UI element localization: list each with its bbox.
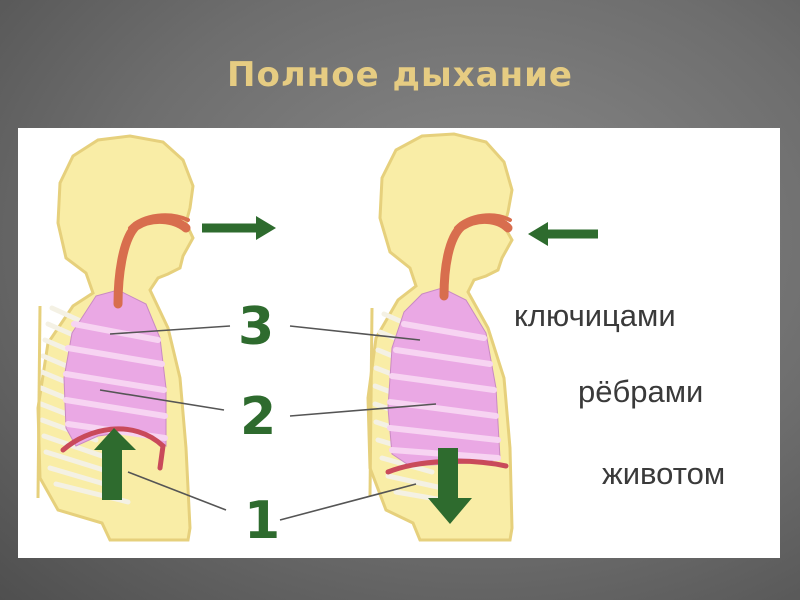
number-two: 2 [240,387,276,447]
breathing-diagram: 3 2 1 ключицами рёбрами животом [36,132,725,551]
right-diaphragm-down-arrow [428,448,472,524]
diagram-panel: 3 2 1 ключицами рёбрами животом [18,128,780,558]
label-belly: животом [602,456,725,491]
right-figure [366,132,598,542]
left-figure [36,134,276,542]
right-airway [439,215,513,301]
left-airway [113,215,191,309]
right-lung-stripes [387,321,501,461]
number-one: 1 [244,491,280,551]
leader-lines [99,325,437,521]
left-diaphragm [60,426,166,471]
label-clavicles: ключицами [514,298,676,333]
left-diaphragm-up-arrow [94,428,136,500]
slide-title: Полное дыхание [227,55,573,95]
label-ribs: рёбрами [578,374,703,409]
number-three: 3 [238,297,274,357]
